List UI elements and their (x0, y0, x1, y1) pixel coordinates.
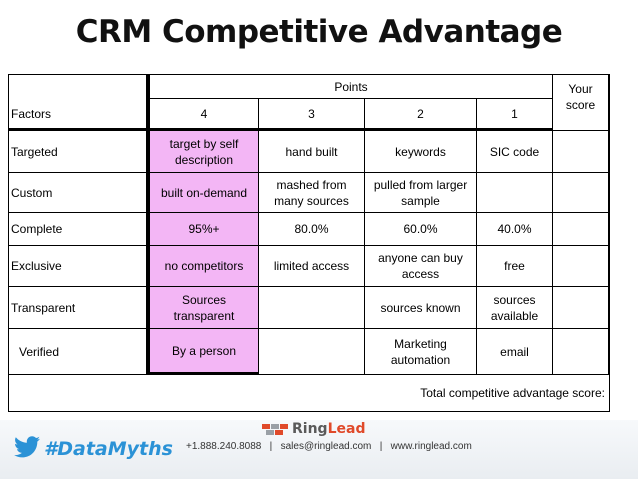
logo-ring: Ring (292, 421, 328, 437)
table-cell-p1: email (477, 329, 553, 375)
table-cell-p2: anyone can buy access (365, 246, 477, 287)
table-cell-p3: 80.0% (259, 213, 365, 246)
factor-label: Complete (9, 213, 147, 246)
factors-header: Factors (9, 99, 147, 131)
points-col-2: 2 (365, 99, 477, 131)
table-cell-p1: 40.0% (477, 213, 553, 246)
factor-label: Transparent (9, 287, 147, 329)
total-score-label: Total competitive advantage score: (420, 386, 605, 400)
slide-title: CRM Competitive Advantage (75, 14, 563, 50)
ringlead-logo-icon (262, 424, 288, 435)
competitive-advantage-table: Points Your score Factors 4 3 2 1 Target… (8, 74, 610, 412)
table-cell-p3 (259, 329, 365, 375)
factor-label: Verified (9, 329, 147, 375)
table-cell-p3: hand built (259, 131, 365, 173)
your-score-cell (553, 173, 609, 213)
table-cell-p2: keywords (365, 131, 477, 173)
points-col-1: 1 (477, 99, 553, 131)
twitter-bird-icon (14, 436, 40, 458)
factor-label: Exclusive (9, 246, 147, 287)
your-score-cell (553, 213, 609, 246)
your-score-header: Your score (553, 75, 609, 131)
factors-header-top (9, 75, 147, 99)
table-cell-p3: limited access (259, 246, 365, 287)
table-cell-p2: Marketing automation (365, 329, 477, 375)
hashtag-text: #DataMyths (44, 438, 173, 460)
points-col-4: 4 (147, 99, 259, 131)
table-cell-p4: 95%+ (147, 213, 259, 246)
factor-label: Targeted (9, 131, 147, 173)
points-col-3: 3 (259, 99, 365, 131)
table-cell-p3 (259, 287, 365, 329)
table-cell-p2: sources known (365, 287, 477, 329)
your-score-label: Your score (565, 82, 596, 112)
table-cell-p4: Sources transparent (147, 287, 259, 329)
table-cell-p3: mashed from many sources (259, 173, 365, 213)
table-cell-p1: sources available (477, 287, 553, 329)
contact-info: +1.888.240.8088 | sales@ringlead.com | w… (186, 441, 472, 452)
table-cell-p4: no competitors (147, 246, 259, 287)
footer-bar: #DataMyths RingLead +1.888.240.8088 | sa… (0, 420, 638, 479)
table-cell-p1: SIC code (477, 131, 553, 173)
table-cell-p1 (477, 173, 553, 213)
your-score-cell (553, 131, 609, 173)
your-score-cell (553, 329, 609, 375)
points-header: Points (147, 75, 553, 99)
logo-lead: Lead (327, 421, 366, 437)
your-score-cell (553, 246, 609, 287)
factor-label: Custom (9, 173, 147, 213)
table-cell-p4: target by self description (147, 131, 259, 173)
table-cell-p2: 60.0% (365, 213, 477, 246)
table-cell-p1: free (477, 246, 553, 287)
ringlead-logo-text: RingLead (292, 421, 365, 437)
table-cell-p2: pulled from larger sample (365, 173, 477, 213)
table-cell-p4: built on-demand (147, 173, 259, 213)
table-cell-p4: By a person (147, 329, 259, 375)
your-score-cell (553, 287, 609, 329)
